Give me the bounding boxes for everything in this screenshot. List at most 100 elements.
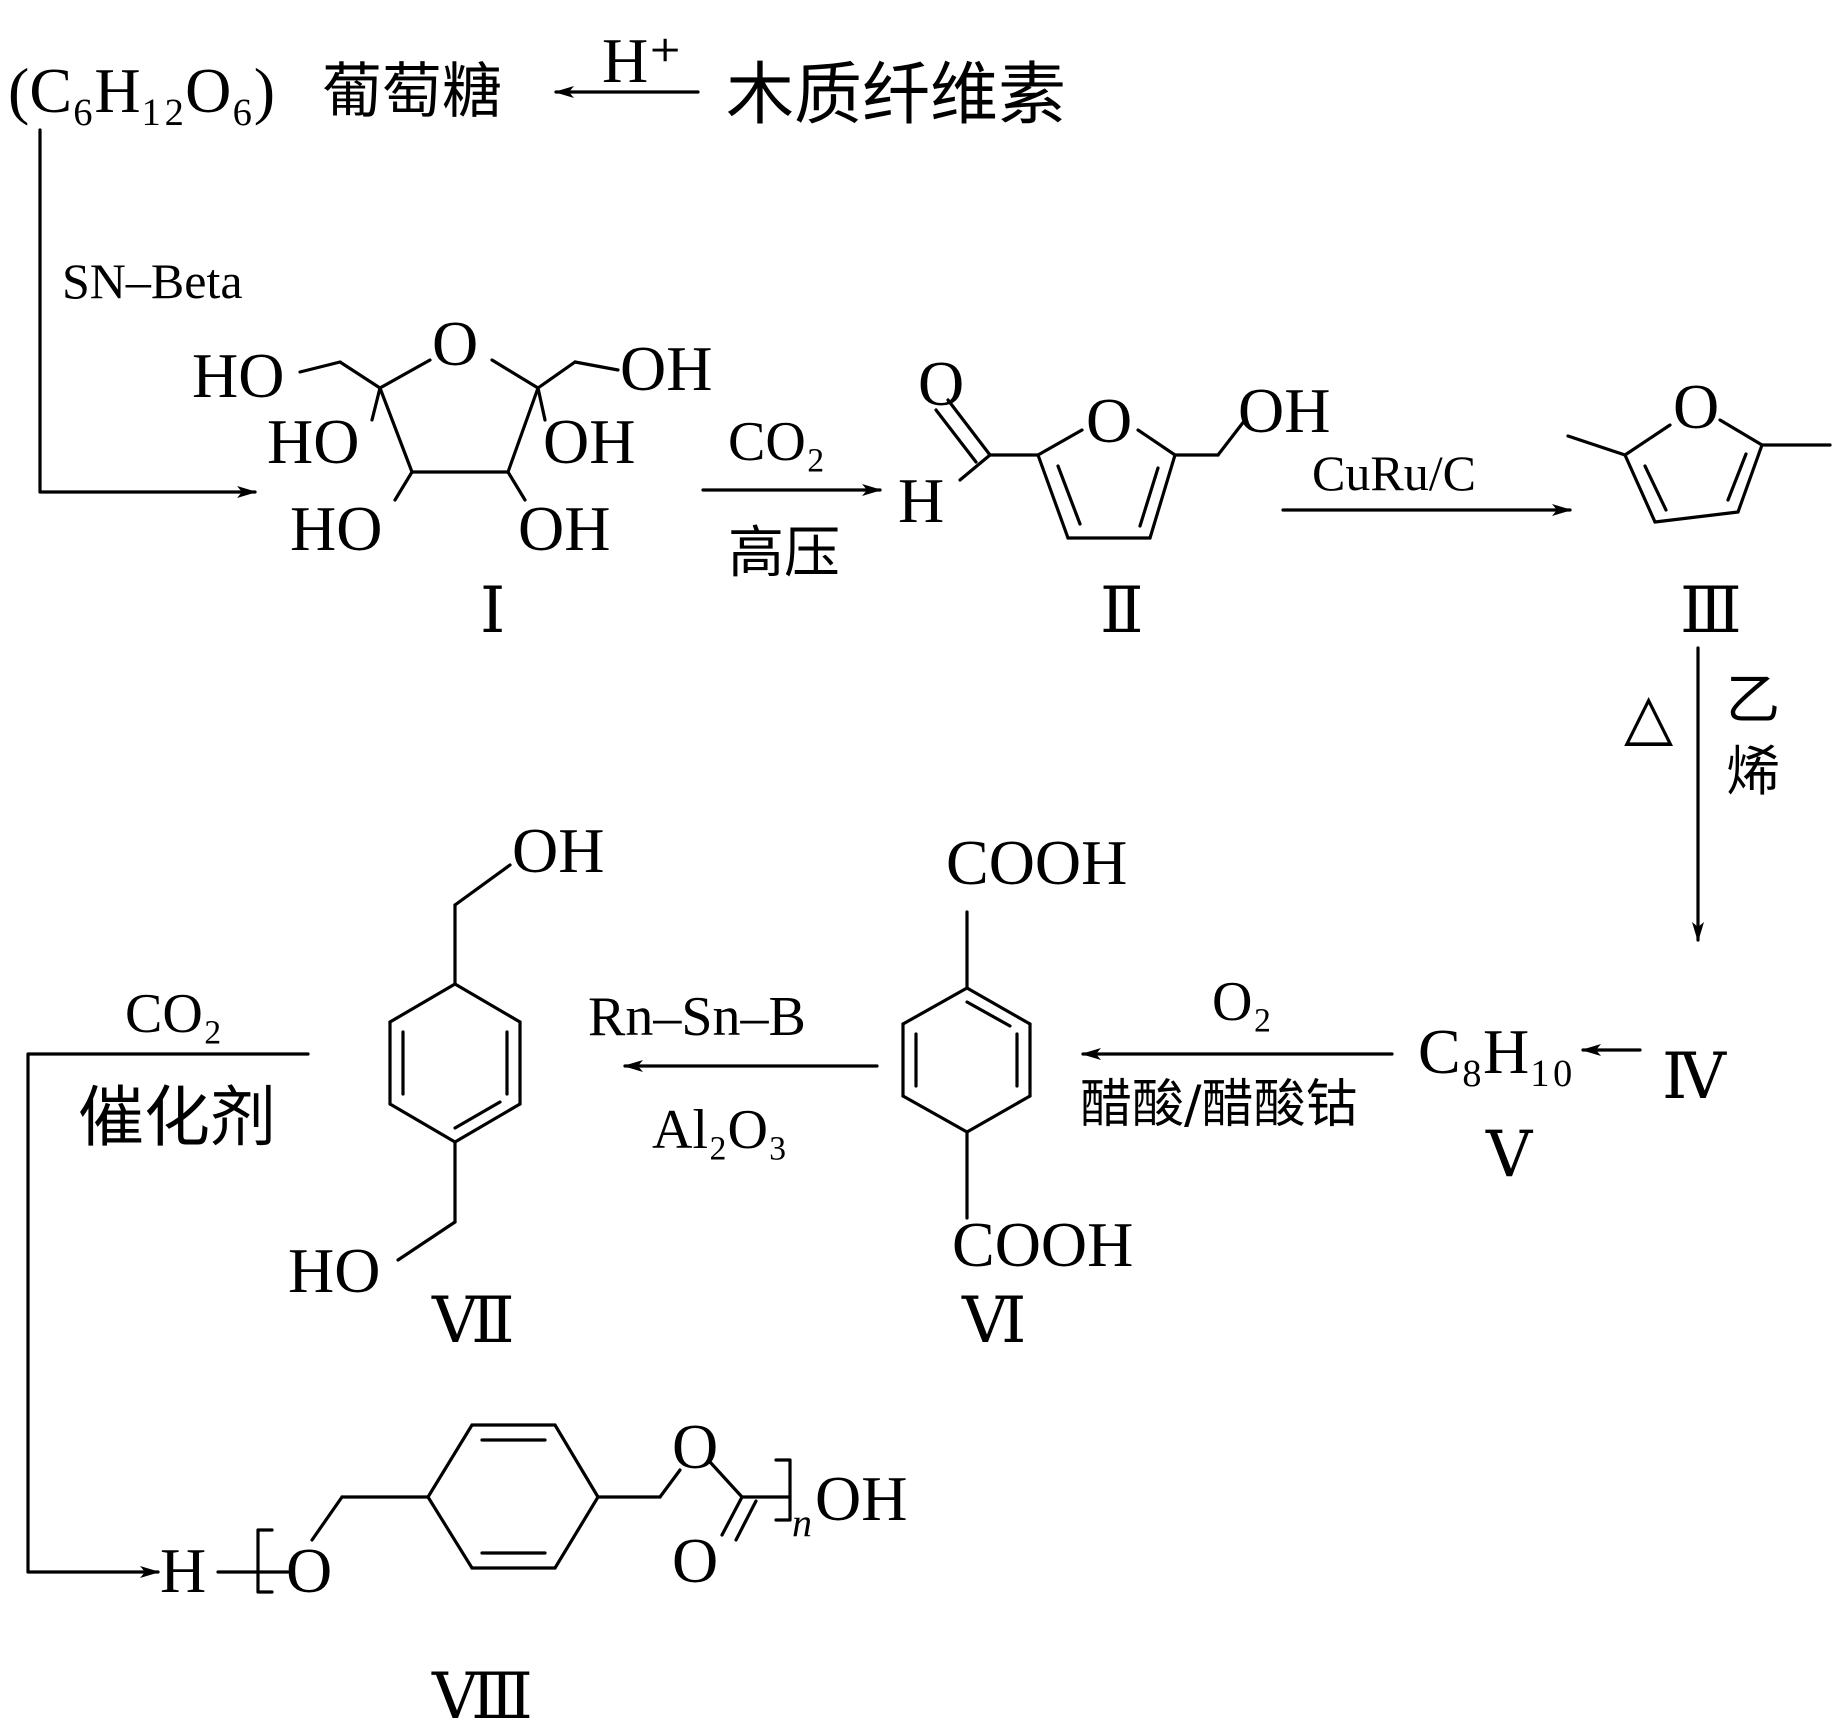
bond: [1653, 510, 1740, 524]
bond: [1056, 464, 1082, 526]
bond: [378, 358, 432, 390]
acid-condition: H⁺: [602, 25, 682, 96]
bond: [1138, 466, 1160, 528]
step5-condition: 醋酸/醋酸钴: [1080, 1075, 1358, 1135]
compound-IV-label: Ⅳ: [1662, 1041, 1727, 1112]
bond: [453, 863, 512, 907]
compound-VIII-label: Ⅷ: [431, 1661, 533, 1732]
bond: [453, 1100, 502, 1130]
compound-VIII-repeat-n: n: [792, 1500, 812, 1545]
compound-III-structure: [1566, 418, 1832, 524]
bond: [506, 386, 540, 474]
compound-III-label: Ⅲ: [1680, 575, 1742, 646]
compound-II-label: Ⅱ: [1100, 575, 1144, 646]
compound-VII-top-group: OH: [512, 815, 604, 886]
compound-II-carbonyl-oxygen: O: [918, 348, 964, 419]
compound-VIII-end-oh: OH: [815, 1463, 907, 1534]
bond: [708, 1460, 744, 1499]
bond: [1726, 452, 1748, 502]
bond: [553, 1495, 600, 1570]
bond: [370, 386, 382, 422]
step6-support: Al₂O₃: [652, 1099, 788, 1161]
bond: [490, 358, 540, 390]
bond: [573, 360, 620, 372]
bond: [393, 470, 414, 502]
polymerization-arrow: [26, 1052, 310, 1578]
bond: [958, 453, 992, 482]
bond: [901, 986, 969, 1026]
compound-VIII-end-h: H: [160, 1535, 206, 1606]
glucose-formula: (C₆H₁₂O₆): [8, 55, 275, 126]
bond: [388, 982, 457, 1024]
bond: [720, 1495, 744, 1537]
compound-I-label: Ⅰ: [480, 575, 505, 646]
compound-V-label: Ⅴ: [1485, 1119, 1534, 1190]
compound-II-aldehyde-h: H: [898, 465, 944, 536]
compound-I-group: HO: [192, 340, 284, 411]
bond: [338, 360, 382, 390]
compound-II-ring-oxygen: O: [1086, 385, 1132, 456]
compound-VI-top-group: COOH: [946, 827, 1127, 898]
bond: [396, 1220, 457, 1262]
compound-VII-structure: [388, 863, 522, 1262]
step2-reagent: CO₂: [728, 411, 825, 473]
sn-beta-catalyst: SN–Beta: [62, 253, 243, 309]
compound-I-group: OH: [620, 333, 712, 404]
heat-symbol: △: [1624, 681, 1674, 752]
compound-I-group: HO: [290, 493, 382, 564]
compound-VIII-structure: [216, 1423, 792, 1594]
bond: [553, 1423, 600, 1499]
ethylene-reagent-1: 乙: [1726, 668, 1780, 731]
compound-I-structure: [298, 358, 620, 502]
compound-VI-label: Ⅵ: [961, 1285, 1026, 1356]
bond: [965, 986, 1032, 1026]
glucose-name: 葡萄糖: [322, 57, 502, 127]
bond: [1623, 453, 1657, 524]
bond: [965, 1000, 1012, 1028]
compound-I-group: HO: [267, 406, 359, 477]
step7-condition: 催化剂: [78, 1079, 276, 1156]
compound-VIII-carbonyl-oxygen: O: [672, 1525, 718, 1596]
bond: [1036, 428, 1084, 457]
bond: [506, 470, 527, 502]
bond: [1643, 464, 1668, 512]
compound-VII-label: Ⅶ: [431, 1285, 515, 1356]
isomerization-arrow: [38, 128, 257, 498]
bond: [1718, 418, 1764, 447]
bond: [1736, 443, 1764, 514]
step7-reagent: CO₂: [125, 983, 222, 1045]
bond: [426, 1423, 474, 1499]
bond: [901, 1094, 969, 1134]
repeat-bracket-left: [256, 1528, 274, 1594]
step2-condition: 高压: [728, 521, 840, 586]
compound-II-structure: [934, 398, 1247, 540]
bond: [658, 1468, 682, 1499]
compound-VIII-carbonyl-oxygen: O: [672, 1411, 718, 1482]
bond: [536, 360, 577, 390]
compound-V-formula: C₈H₁₀: [1418, 1016, 1574, 1087]
bond: [1566, 434, 1627, 457]
bond: [965, 1094, 1032, 1134]
compound-III-ring-oxygen: O: [1673, 371, 1719, 442]
compound-II-hydroxyl: OH: [1238, 375, 1330, 446]
bond: [310, 1495, 344, 1542]
bond: [378, 386, 414, 474]
bond: [1216, 418, 1247, 457]
bond: [934, 408, 978, 464]
bond: [453, 982, 522, 1024]
bond: [453, 1102, 522, 1144]
bond: [298, 360, 342, 374]
bond: [1036, 453, 1070, 540]
bond: [946, 398, 992, 457]
cellulose-label: 木质纤维素: [726, 56, 1066, 135]
bond: [1136, 428, 1177, 457]
ethylene-reagent-2: 烯: [1726, 740, 1780, 803]
compound-VII-bottom-group: HO: [288, 1235, 380, 1306]
compound-I-group: OH: [518, 493, 610, 564]
bond: [426, 1495, 474, 1570]
bond: [536, 386, 547, 422]
compound-VIII-ester-oxygen: O: [286, 1535, 332, 1606]
curu-catalyst: CuRu/C: [1312, 445, 1476, 501]
step5-reagent: O₂: [1212, 971, 1272, 1033]
